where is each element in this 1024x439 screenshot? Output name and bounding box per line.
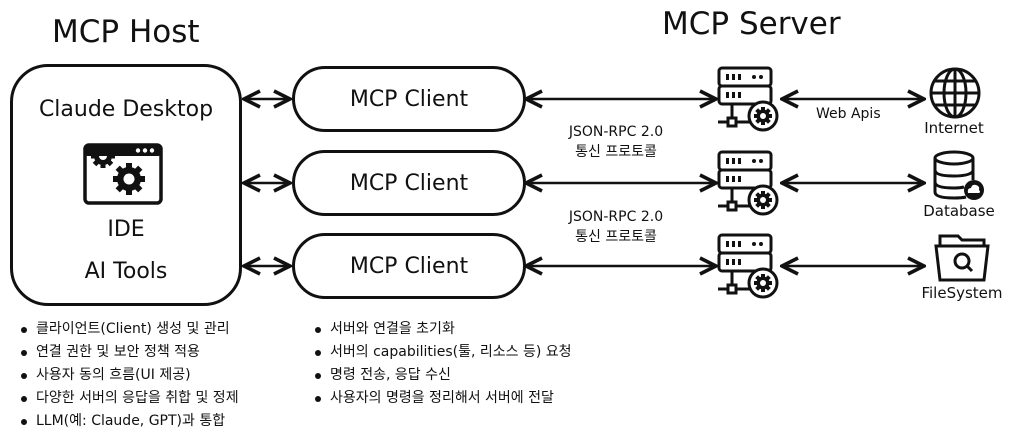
host-item-ai-tools: AI Tools bbox=[84, 259, 168, 284]
server-gear-icon bbox=[717, 66, 779, 132]
mcp-client-label: MCP Client bbox=[349, 170, 469, 196]
mcp-client-2: MCP Client bbox=[292, 150, 526, 216]
protocol-label-1: JSON-RPC 2.0 통신 프로토콜 bbox=[546, 122, 686, 162]
list-item: 다양한 서버의 응답을 취합 및 정제 bbox=[18, 387, 239, 410]
list-item: LLM(예: Claude, GPT)과 통합 bbox=[18, 410, 239, 433]
host-box: Claude Desktop bbox=[10, 64, 242, 306]
server-gear-icon bbox=[717, 233, 779, 299]
list-item: 명령 전송, 응답 수신 bbox=[312, 364, 572, 387]
list-item: 사용자 동의 흐름(UI 제공) bbox=[18, 364, 239, 387]
client-responsibilities-list: 서버와 연결을 초기화 서버의 capabilities(툴, 리소스 등) 요… bbox=[312, 318, 572, 410]
server-gear-icon bbox=[717, 150, 779, 216]
list-item: 서버의 capabilities(툴, 리소스 등) 요청 bbox=[312, 341, 572, 364]
protocol-name: JSON-RPC 2.0 bbox=[568, 124, 664, 140]
host-responsibilities-list: 클라이언트(Client) 생성 및 관리 연결 권한 및 보안 정책 적용 사… bbox=[18, 318, 239, 433]
endpoint-label-internet: Internet bbox=[924, 119, 984, 137]
database-cloud-icon bbox=[933, 150, 984, 200]
mcp-client-3: MCP Client bbox=[292, 233, 526, 299]
folder-search-icon bbox=[934, 234, 990, 282]
endpoint-label-database: Database bbox=[923, 202, 995, 220]
list-item: 서버와 연결을 초기화 bbox=[312, 318, 572, 341]
globe-icon bbox=[929, 67, 981, 119]
protocol-label-2: JSON-RPC 2.0 통신 프로토콜 bbox=[546, 207, 686, 247]
host-app-name: Claude Desktop bbox=[38, 97, 214, 122]
list-item: 연결 권한 및 보안 정책 적용 bbox=[18, 341, 239, 364]
protocol-description: 통신 프로토콜 bbox=[575, 229, 657, 245]
endpoint-label-filesystem: FileSystem bbox=[921, 284, 1003, 302]
list-item: 사용자의 명령을 정리해서 서버에 전달 bbox=[312, 387, 572, 410]
list-item: 클라이언트(Client) 생성 및 관리 bbox=[18, 318, 239, 341]
mcp-client-label: MCP Client bbox=[349, 253, 469, 279]
web-apis-label: Web Apis bbox=[816, 106, 881, 122]
server-title: MCP Server bbox=[662, 6, 841, 42]
host-title: MCP Host bbox=[52, 14, 200, 50]
mcp-client-label: MCP Client bbox=[349, 86, 469, 112]
app-settings-window-icon bbox=[83, 143, 163, 205]
mcp-client-1: MCP Client bbox=[292, 66, 526, 132]
protocol-name: JSON-RPC 2.0 bbox=[568, 209, 664, 225]
protocol-description: 통신 프로토콜 bbox=[575, 144, 657, 160]
host-item-ide: IDE bbox=[107, 217, 145, 242]
